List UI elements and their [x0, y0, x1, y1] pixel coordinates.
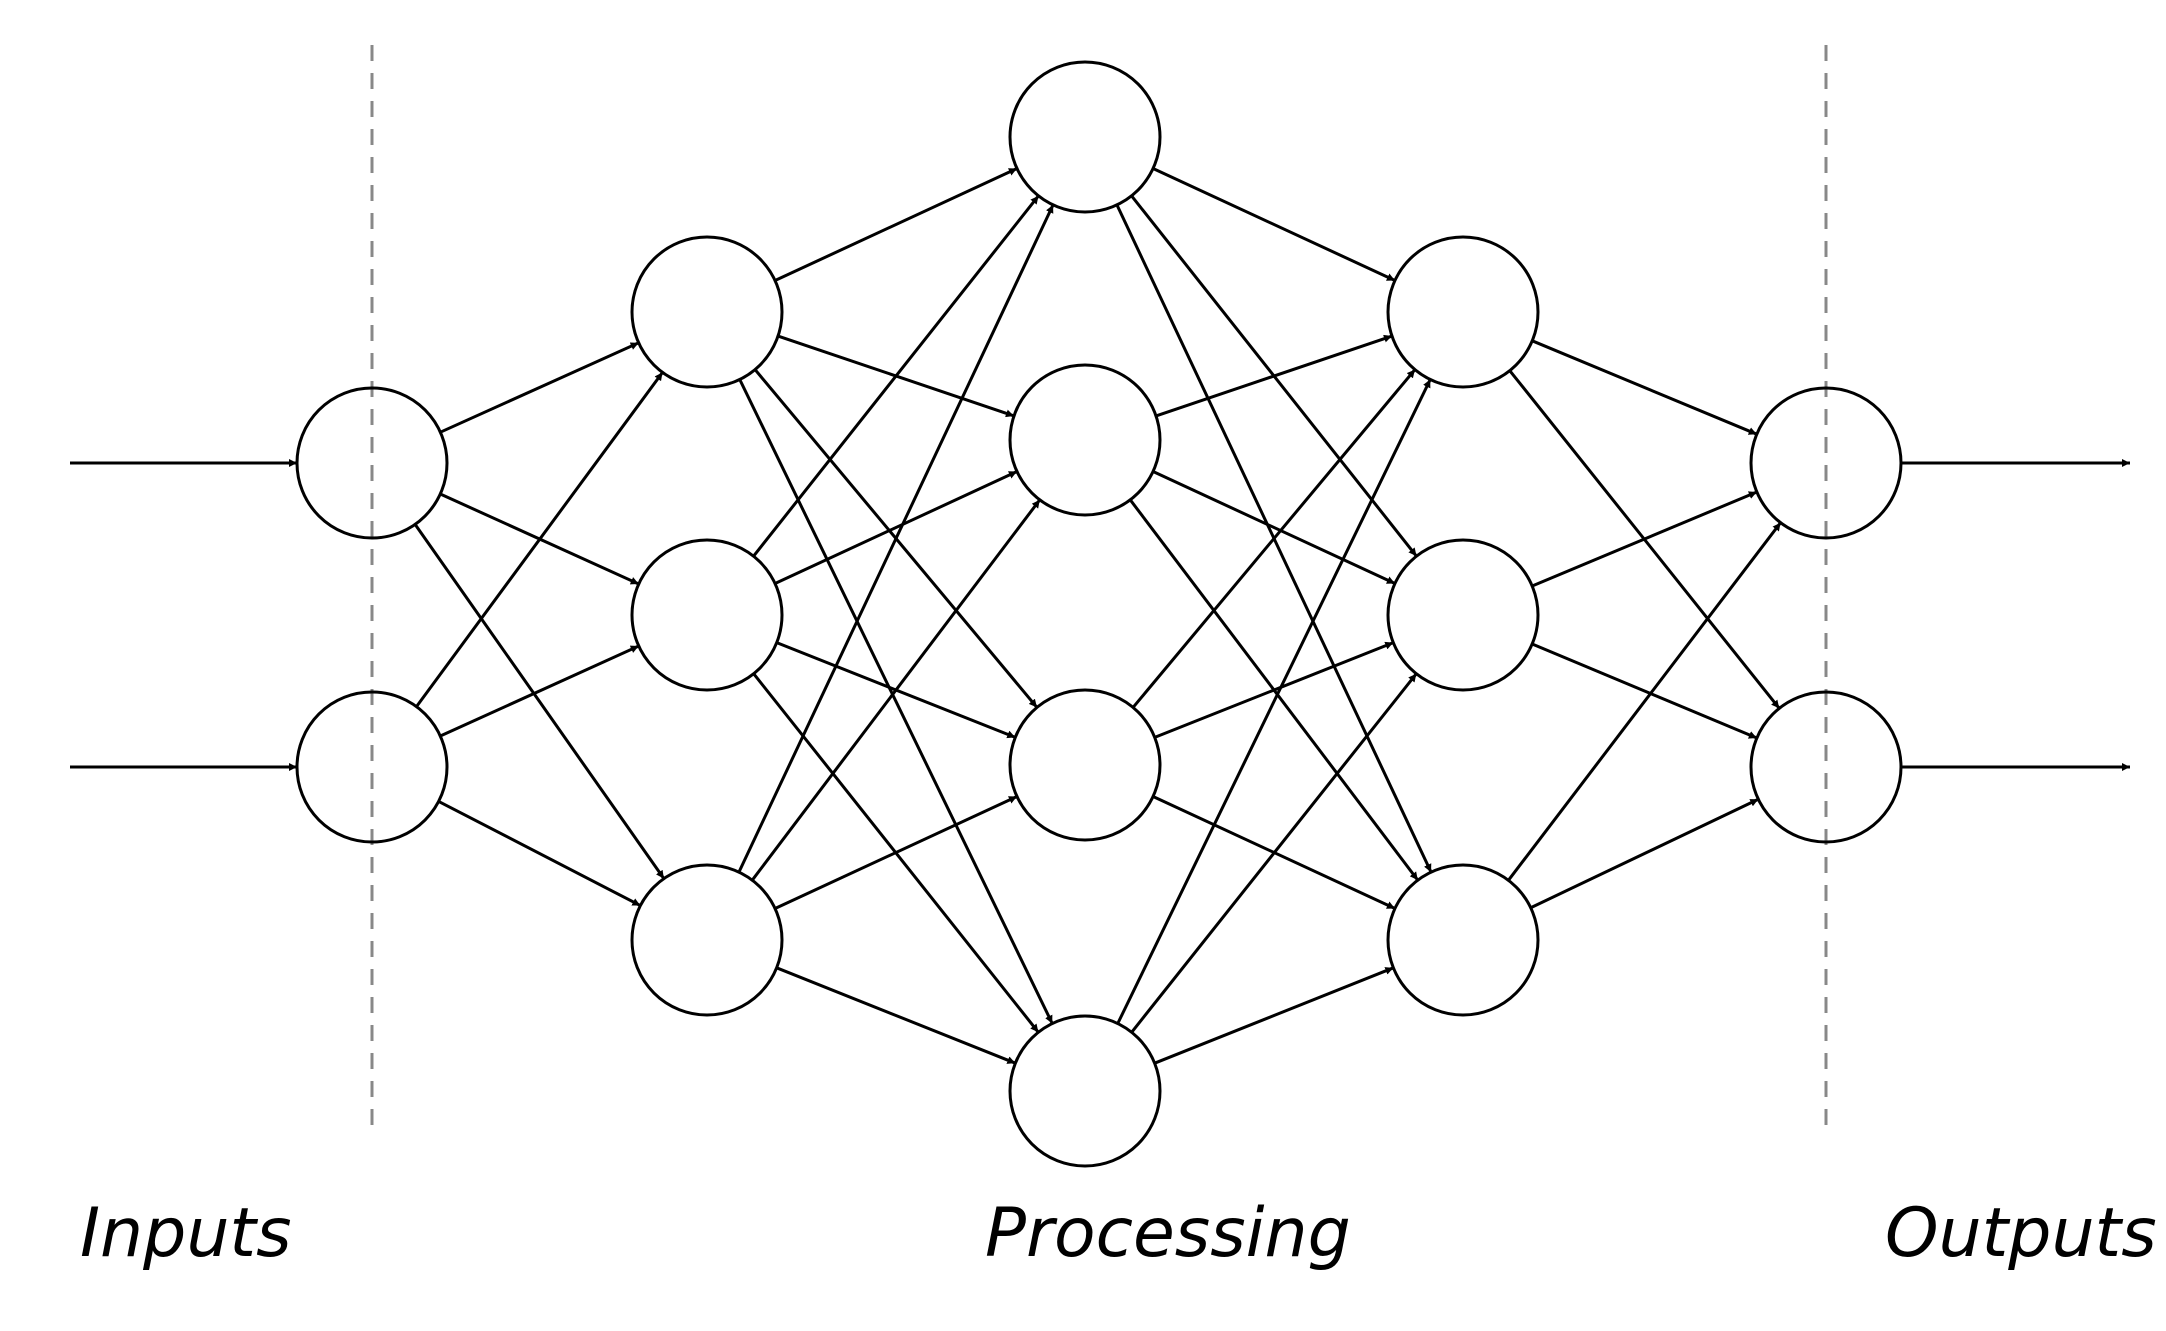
- edge-l1-n1-to-n0: [752, 194, 1040, 558]
- neuron-layer-1-node-1: [295, 386, 449, 540]
- neuron-layer-3-node-4: [1008, 1014, 1162, 1168]
- edge-l1-n2-to-n0: [737, 204, 1055, 873]
- inputs-label: Inputs: [80, 1194, 292, 1273]
- neuron-layer-2-node-3: [630, 863, 784, 1017]
- neuron-layer-5-node-2: [1749, 690, 1903, 844]
- neuron-layer-4-node-1: [1386, 235, 1540, 389]
- neuron-layer-1-node-2: [295, 690, 449, 844]
- edge-l0-n1-to-n0: [415, 371, 664, 708]
- edge-l3-n1-to-n1: [1531, 642, 1758, 740]
- neurons: [295, 60, 1903, 1168]
- edge-l2-n3-to-n0: [1116, 378, 1432, 1025]
- neuron-layer-4-node-3: [1386, 863, 1540, 1017]
- connections: [70, 167, 2130, 1065]
- neuron-layer-2-node-1: [630, 235, 784, 389]
- edge-l2-n3-to-n2: [1154, 966, 1394, 1065]
- edge-l1-n2-to-n2: [774, 795, 1018, 910]
- edge-l2-n2-to-n1: [1154, 641, 1394, 739]
- edge-l1-n2-to-n1: [751, 498, 1041, 882]
- edge-l3-n2-to-n1: [1530, 797, 1759, 910]
- edge-l1-n0-to-n0: [774, 167, 1018, 282]
- neuron-layer-3-node-1: [1008, 60, 1162, 214]
- edge-l1-n1-to-n1: [774, 470, 1018, 585]
- edge-l2-n2-to-n0: [1131, 368, 1417, 709]
- edge-l1-n0-to-n3: [738, 378, 1054, 1025]
- edge-l2-n1-to-n0: [1155, 334, 1393, 418]
- neuron-layer-4-node-2: [1386, 538, 1540, 692]
- edge-l0-n0-to-n2: [413, 523, 666, 880]
- neuron-layer-5-node-1: [1749, 386, 1903, 540]
- layer-dividers: [370, 45, 1828, 1127]
- edge-l3-n2-to-n0: [1507, 521, 1782, 882]
- neuron-layer-3-node-3: [1008, 688, 1162, 842]
- neuron-layer-2-node-2: [630, 538, 784, 692]
- edge-l0-n0-to-n0: [439, 341, 640, 434]
- edge-l1-n2-to-n3: [776, 966, 1016, 1065]
- edge-l2-n3-to-n1: [1130, 672, 1418, 1034]
- outputs-label: Outputs: [1885, 1194, 2157, 1273]
- edge-l0-n1-to-n1: [439, 644, 640, 738]
- neuron-layer-3-node-2: [1008, 363, 1162, 517]
- edge-l3-n1-to-n0: [1531, 490, 1758, 588]
- edge-l0-n1-to-n2: [437, 800, 642, 907]
- processing-label: Processing: [985, 1194, 1351, 1273]
- edge-l2-n0-to-n0: [1152, 167, 1396, 282]
- edge-l3-n0-to-n0: [1531, 339, 1758, 436]
- edge-l2-n1-to-n1: [1152, 470, 1396, 585]
